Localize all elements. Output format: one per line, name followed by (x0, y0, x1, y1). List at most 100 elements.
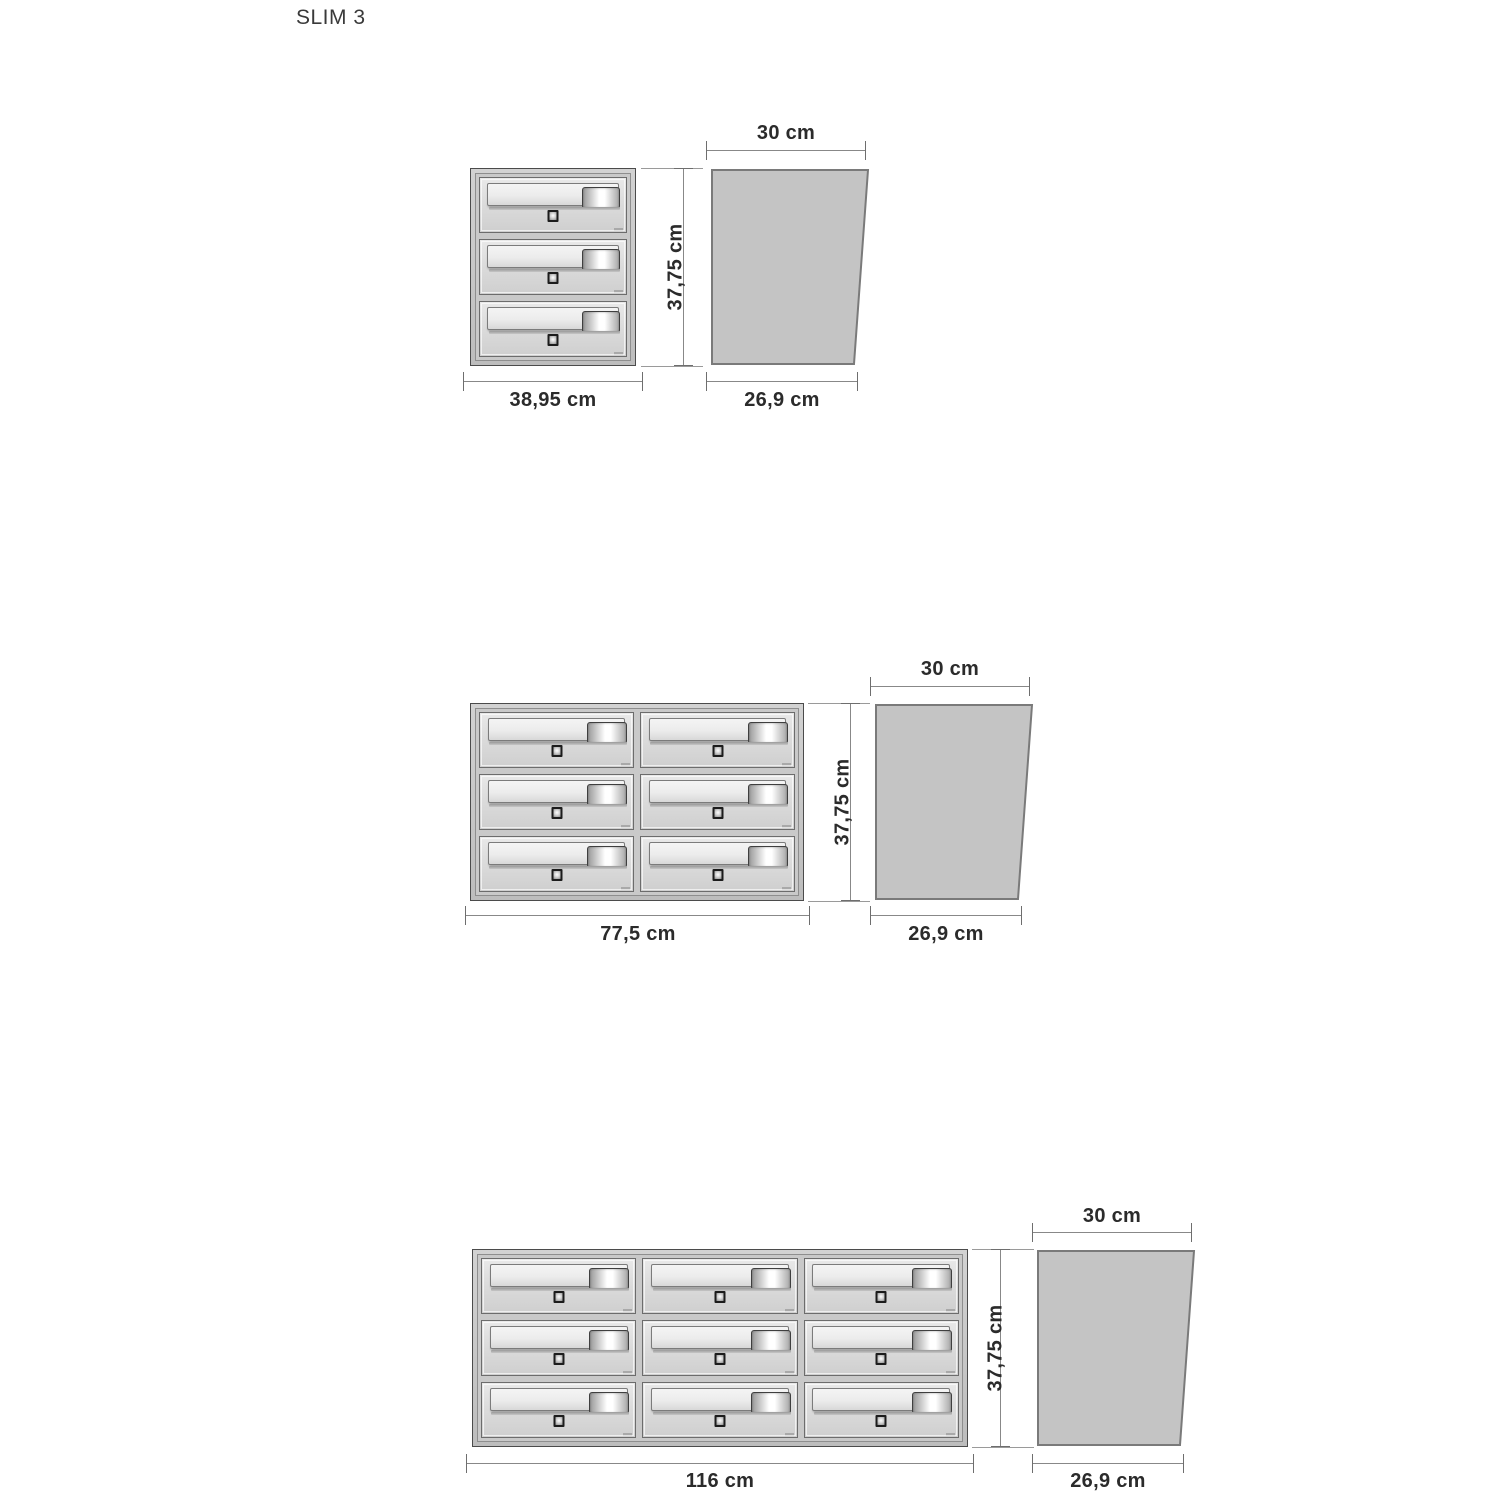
mailbox-door[interactable] (479, 301, 627, 357)
makers-mark (623, 1433, 633, 1436)
dimension-tick (1021, 906, 1022, 925)
lock-icon[interactable] (714, 1352, 726, 1365)
lock-icon[interactable] (547, 271, 559, 284)
mailbox-door[interactable] (479, 712, 634, 768)
lock-icon[interactable] (712, 806, 723, 819)
mailbox-cabinet-9-box[interactable] (472, 1249, 968, 1447)
lock-icon[interactable] (547, 209, 559, 222)
mailbox-door[interactable] (803, 1382, 959, 1438)
slot-shadow (489, 803, 627, 807)
cabinet-cell (801, 1317, 962, 1379)
unit-group-3-box: 38,95 cm 37,75 cm 30 cm 26,9 cm (0, 0, 1500, 440)
cabinet-cell (801, 1255, 962, 1317)
mailbox-door[interactable] (479, 239, 627, 295)
cabinet-cell (639, 1317, 800, 1379)
mailbox-door[interactable] (481, 1258, 637, 1314)
mailbox-door[interactable] (642, 1382, 798, 1438)
nameplate-icon (750, 1391, 791, 1415)
nameplate-icon (912, 1391, 952, 1415)
dimension-line-height (991, 1249, 1010, 1447)
dimension-label-depth-top: 30 cm (756, 122, 816, 144)
cabinet-row (476, 709, 798, 771)
dimension-line-depth-top (1032, 1223, 1192, 1242)
cabinet-row (476, 833, 798, 895)
cabinet-cell (639, 1379, 800, 1441)
lock-icon[interactable] (712, 744, 723, 757)
lock-icon[interactable] (714, 1414, 726, 1427)
makers-mark (945, 1433, 955, 1436)
lock-icon[interactable] (547, 333, 559, 346)
slot-shadow (489, 741, 627, 745)
dimension-line-depth-top (870, 677, 1030, 696)
dimension-label-depth-bottom: 26,9 cm (1070, 1470, 1146, 1492)
cabinet-cell (476, 174, 630, 236)
lock-icon[interactable] (553, 1414, 565, 1427)
lock-icon[interactable] (714, 1290, 726, 1303)
dimension-tick (1183, 1454, 1184, 1473)
dimension-tick (973, 1454, 974, 1473)
slot-shadow (491, 1411, 630, 1415)
dimension-label-depth-bottom: 26,9 cm (908, 923, 984, 945)
slot-shadow (652, 1411, 791, 1415)
mailbox-door[interactable] (642, 1258, 798, 1314)
mailbox-door[interactable] (640, 712, 795, 768)
mailbox-cabinet-6-box[interactable] (470, 703, 804, 901)
dimension-line-depth-top (706, 141, 866, 160)
dimension-tick (865, 141, 866, 160)
mailbox-door[interactable] (640, 774, 795, 830)
cabinet-inner (477, 1254, 963, 1442)
cabinet-cell (478, 1379, 639, 1441)
lock-icon[interactable] (551, 744, 562, 757)
cabinet-cell (637, 709, 798, 771)
makers-mark (945, 1309, 955, 1312)
dimension-tick (1032, 1454, 1033, 1473)
mailbox-door[interactable] (803, 1258, 959, 1314)
dimension-tick (1032, 1223, 1033, 1242)
slot-shadow (652, 1349, 791, 1353)
lock-icon[interactable] (712, 868, 723, 881)
cabinet-row (478, 1255, 962, 1317)
mailbox-door[interactable] (481, 1382, 637, 1438)
slot-shadow (650, 741, 788, 745)
makers-mark (614, 228, 623, 231)
side-profile-6-box (874, 703, 1034, 901)
unit-group-6-box: 77,5 cm 37,75 cm 30 cm 26,9 cm (465, 658, 1034, 945)
mailbox-door[interactable] (479, 177, 627, 233)
cabinet-cell (478, 1255, 639, 1317)
nameplate-icon (589, 1391, 630, 1415)
mailbox-door[interactable] (803, 1320, 959, 1376)
makers-mark (945, 1371, 955, 1374)
lock-icon[interactable] (875, 1290, 887, 1303)
mailbox-door[interactable] (640, 836, 795, 892)
cabinet-cell (801, 1379, 962, 1441)
makers-mark (784, 1433, 794, 1436)
nameplate-icon (750, 1329, 791, 1353)
mailbox-cabinet-3-box[interactable] (470, 168, 636, 366)
slot-shadow (650, 803, 788, 807)
mailbox-door[interactable] (642, 1320, 798, 1376)
lock-icon[interactable] (553, 1352, 565, 1365)
slot-shadow (491, 1349, 630, 1353)
lock-icon[interactable] (551, 868, 562, 881)
mailbox-door[interactable] (479, 774, 634, 830)
slot-shadow (488, 330, 621, 334)
dimension-label-height: 37,75 cm (984, 1304, 1007, 1392)
nameplate-icon (750, 1267, 791, 1291)
mailbox-door[interactable] (481, 1320, 637, 1376)
cabinet-row (476, 236, 630, 298)
extension-line (972, 1447, 1034, 1448)
slot-shadow (813, 1411, 952, 1415)
dimension-tick (466, 1454, 467, 1473)
makers-mark (784, 1371, 794, 1374)
cabinet-cell (639, 1255, 800, 1317)
mailbox-door[interactable] (479, 836, 634, 892)
makers-mark (782, 887, 791, 890)
nameplate-icon (912, 1329, 952, 1353)
dimension-line-width (466, 1454, 974, 1473)
lock-icon[interactable] (551, 806, 562, 819)
dimension-line-width (463, 372, 643, 391)
profile-shape (711, 169, 870, 365)
lock-icon[interactable] (875, 1352, 887, 1365)
lock-icon[interactable] (875, 1414, 887, 1427)
lock-icon[interactable] (553, 1290, 565, 1303)
